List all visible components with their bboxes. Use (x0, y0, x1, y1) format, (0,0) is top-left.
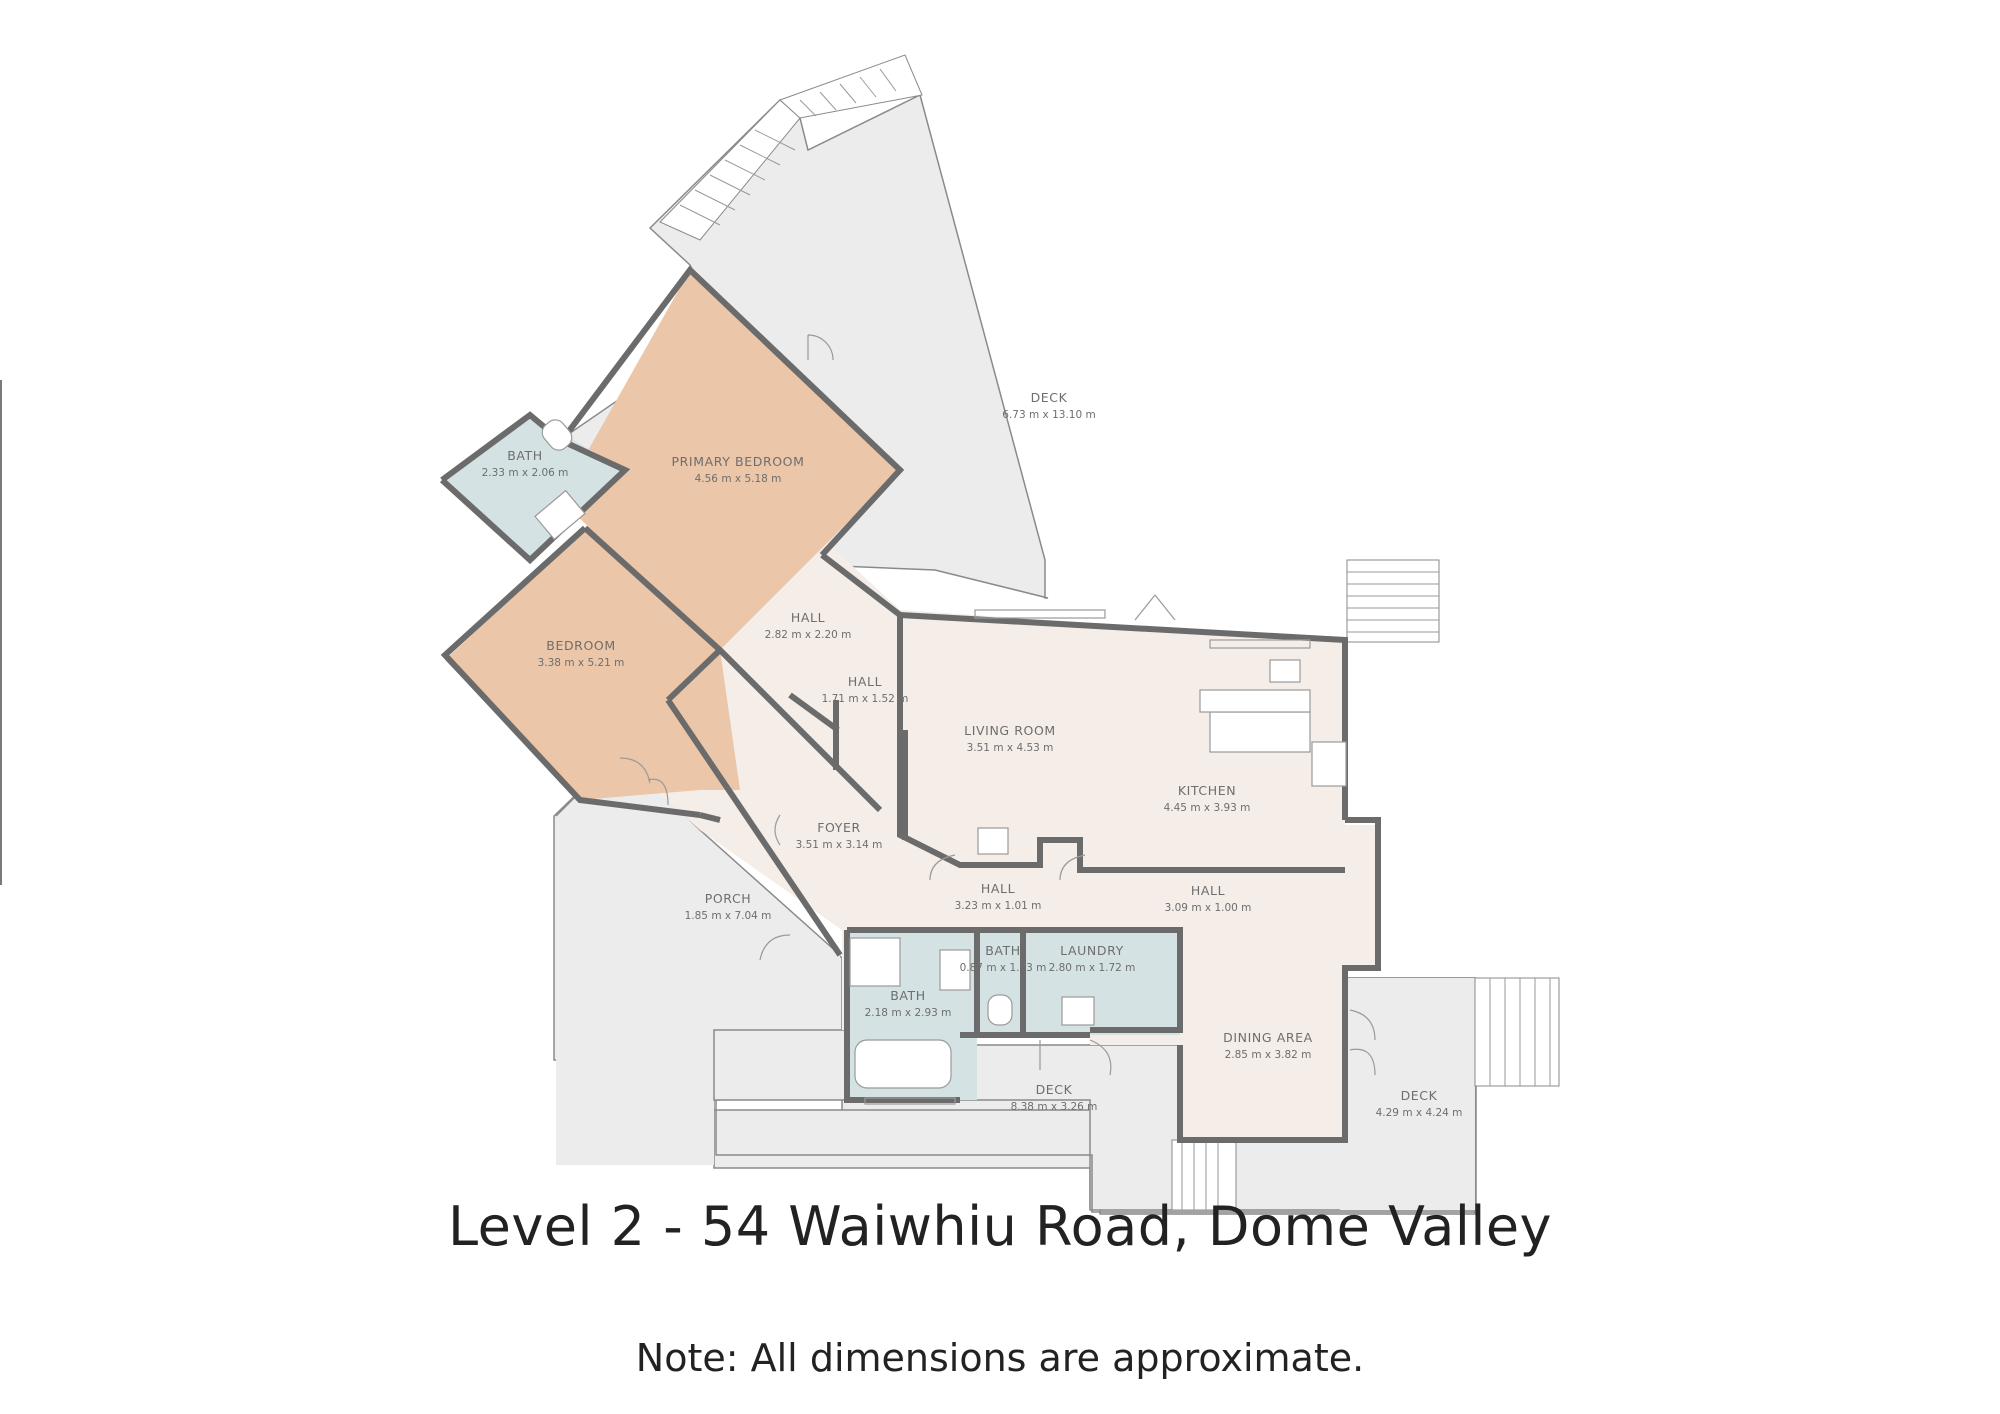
laundry-floor (1023, 930, 1180, 1035)
walls (439, 265, 1381, 1143)
bathtub (854, 1039, 952, 1089)
label-living-room-dims: 3.51 m x 4.53 m (967, 742, 1054, 754)
lower-deck-outline (715, 978, 1477, 1213)
stair-top (779, 54, 923, 119)
page-edge-line (0, 380, 2, 885)
label-living-room-name: LIVING ROOM (964, 723, 1056, 738)
kitchen-island (1209, 711, 1311, 753)
plan-title: Level 2 - 54 Waiwhiu Road, Dome Valley (447, 1195, 1553, 1258)
stair-lower-deck (1171, 1139, 1237, 1211)
ensuite-toilet (541, 419, 573, 451)
label-hall-a-dims: 2.82 m x 2.20 m (765, 629, 852, 641)
fireplace (977, 827, 1009, 855)
label-porch-name: PORCH (705, 891, 752, 906)
fixtures (534, 419, 1347, 1089)
label-deck-main-name: DECK (1031, 390, 1068, 405)
kitchen-sink (1269, 659, 1301, 683)
label-hall-b-name: HALL (848, 674, 882, 689)
label-hall-b-dims: 1.71 m x 1.52 m (822, 693, 909, 705)
kitchen-counter (1199, 689, 1311, 713)
label-deck-lower-name: DECK (1036, 1082, 1073, 1097)
primary-bedroom-floor (560, 270, 900, 650)
label-hall-d-name: HALL (1191, 883, 1225, 898)
label-deck-side-name: DECK (1401, 1088, 1438, 1103)
windows-doors (619, 334, 1376, 1105)
label-kitchen-name: KITCHEN (1178, 783, 1236, 798)
label-bath-main-name: BATH (890, 988, 926, 1003)
vanity (939, 949, 971, 991)
label-bath-ensuite-dims: 2.33 m x 2.06 m (482, 467, 569, 479)
kitchen-cooktop (1311, 741, 1347, 787)
laundry-sink (1061, 996, 1095, 1026)
room-labels: DECK 6.73 m x 13.10 m BATH 2.33 m x 2.06… (482, 390, 1463, 1119)
label-bath-small-dims: 0.87 m x 1.73 m (960, 962, 1047, 974)
label-bedroom-name: BEDROOM (546, 638, 615, 653)
label-dining-area-dims: 2.85 m x 3.82 m (1225, 1049, 1312, 1061)
label-foyer-dims: 3.51 m x 3.14 m (796, 839, 883, 851)
label-laundry-name: LAUNDRY (1060, 943, 1124, 958)
label-deck-side-dims: 4.29 m x 4.24 m (1376, 1107, 1463, 1119)
label-porch-dims: 1.85 m x 7.04 m (685, 910, 772, 922)
label-bath-small-name: BATH (985, 943, 1021, 958)
label-bath-ensuite-name: BATH (507, 448, 543, 463)
label-primary-bedroom-dims: 4.56 m x 5.18 m (695, 473, 782, 485)
shower (849, 937, 901, 987)
label-foyer-name: FOYER (817, 820, 861, 835)
label-bath-main-dims: 2.18 m x 2.93 m (865, 1007, 952, 1019)
label-hall-d-dims: 3.09 m x 1.00 m (1165, 902, 1252, 914)
label-hall-c-dims: 3.23 m x 1.01 m (955, 900, 1042, 912)
label-hall-c-name: HALL (981, 881, 1015, 896)
label-bedroom-dims: 3.38 m x 5.21 m (538, 657, 625, 669)
stair-right (1346, 559, 1440, 643)
label-hall-a-name: HALL (791, 610, 825, 625)
dimensions-note: Note: All dimensions are approximate. (635, 1336, 1365, 1380)
deck-side-surface (1340, 978, 1475, 1210)
label-deck-main-dims: 6.73 m x 13.10 m (1002, 409, 1095, 421)
stair-far-right (1474, 977, 1560, 1087)
label-dining-area-name: DINING AREA (1223, 1030, 1313, 1045)
label-kitchen-dims: 4.45 m x 3.93 m (1164, 802, 1251, 814)
ensuite-vanity (534, 489, 586, 541)
label-primary-bedroom-name: PRIMARY BEDROOM (672, 454, 805, 469)
label-deck-lower-dims: 8.38 m x 3.26 m (1011, 1101, 1098, 1113)
toilet (987, 994, 1013, 1026)
label-laundry-dims: 2.80 m x 1.72 m (1049, 962, 1136, 974)
